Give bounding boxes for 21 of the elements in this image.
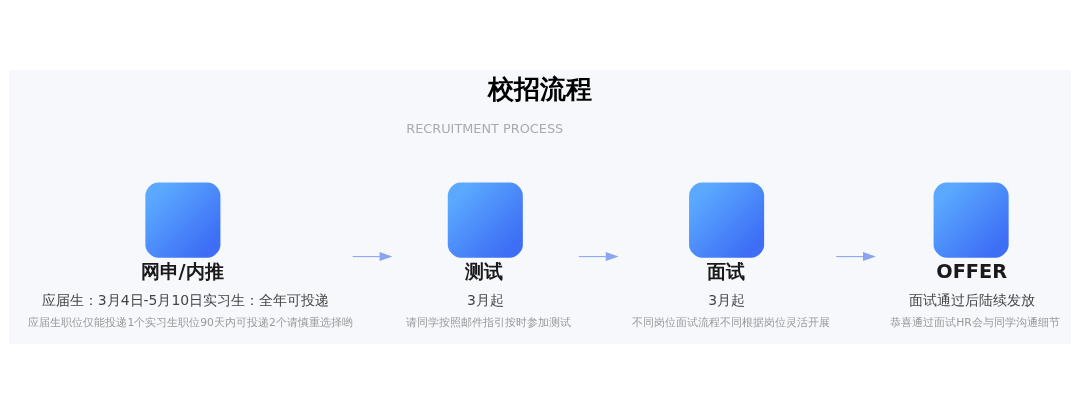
node-label: 3月起 bbox=[467, 292, 504, 309]
node-label: 应届生：3月4日-5月10日实习生：全年可投递 bbox=[41, 292, 330, 309]
node-label: OFFER bbox=[936, 260, 1008, 284]
node-label: 面试通过后陆续发放 bbox=[909, 292, 1036, 309]
node-box bbox=[145, 182, 221, 258]
arrow bbox=[835, 252, 876, 262]
node-label: 恭喜通过面试HR会与同学沟通细节 bbox=[890, 316, 1060, 330]
diagram-title: 校招流程 bbox=[487, 74, 592, 105]
arrow bbox=[352, 252, 393, 262]
node-label: 网申/内推 bbox=[140, 260, 224, 284]
node-box bbox=[689, 182, 765, 258]
node-label: 面试 bbox=[706, 260, 745, 284]
node-label: 应届生职位仅能投递1个实习生职位90天内可投递2个请慎重选择哟 bbox=[28, 316, 353, 330]
arrow bbox=[578, 252, 619, 262]
label: RECRUITMENT PROCESS bbox=[406, 121, 564, 137]
node-label: 请同学按照邮件指引按时参加测试 bbox=[406, 316, 572, 330]
node-label: 3月起 bbox=[708, 292, 746, 309]
node-box bbox=[933, 182, 1009, 258]
node-label: 测试 bbox=[465, 260, 504, 284]
node-box bbox=[447, 182, 523, 258]
node-label: 不同岗位面试流程不同根据岗位灵活开展 bbox=[632, 316, 831, 330]
